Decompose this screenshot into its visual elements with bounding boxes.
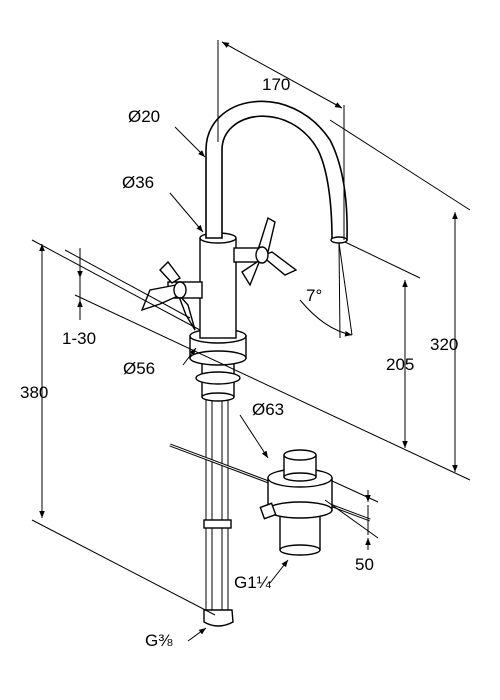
label-380: 380	[20, 383, 48, 402]
hose-connector	[203, 609, 234, 627]
main-body	[199, 237, 237, 339]
dimension-lines	[31, 40, 471, 642]
drain-lever	[259, 502, 277, 520]
label-320: 320	[430, 335, 458, 354]
leader-g38	[187, 627, 207, 642]
leader-g114	[269, 559, 289, 584]
label-angle: 7°	[306, 286, 322, 305]
label-d56: Ø56	[123, 359, 155, 378]
leader-d36	[169, 192, 204, 233]
label-50: 50	[355, 555, 374, 574]
dim-angle-arc	[299, 299, 353, 337]
label-g38: G⅜	[145, 631, 173, 650]
label-205: 205	[386, 355, 414, 374]
dimension-labels: 170 Ø20 Ø36 320 205 380 1-30 Ø56 Ø63 7° …	[20, 75, 458, 650]
leader-d63	[239, 414, 269, 459]
mounting-nut	[195, 371, 241, 385]
label-1-30: 1-30	[62, 329, 96, 348]
cross-handle-right	[233, 216, 298, 287]
hose-clip	[203, 519, 232, 529]
drain-fitting	[259, 449, 333, 556]
label-g114: G1¼	[234, 573, 272, 592]
label-d63: Ø63	[252, 400, 284, 419]
swan-neck-spout	[205, 100, 348, 241]
dim-170-line	[221, 41, 343, 109]
faucet-body	[140, 100, 371, 627]
label-d20: Ø20	[128, 107, 160, 126]
drain-plug-top	[283, 449, 317, 461]
label-170: 170	[262, 75, 290, 94]
leader-d20	[174, 126, 206, 158]
label-d36: Ø36	[122, 173, 154, 192]
cross-handle-left	[140, 260, 203, 331]
leader-d56	[182, 347, 197, 366]
spout-outlet	[330, 236, 348, 244]
